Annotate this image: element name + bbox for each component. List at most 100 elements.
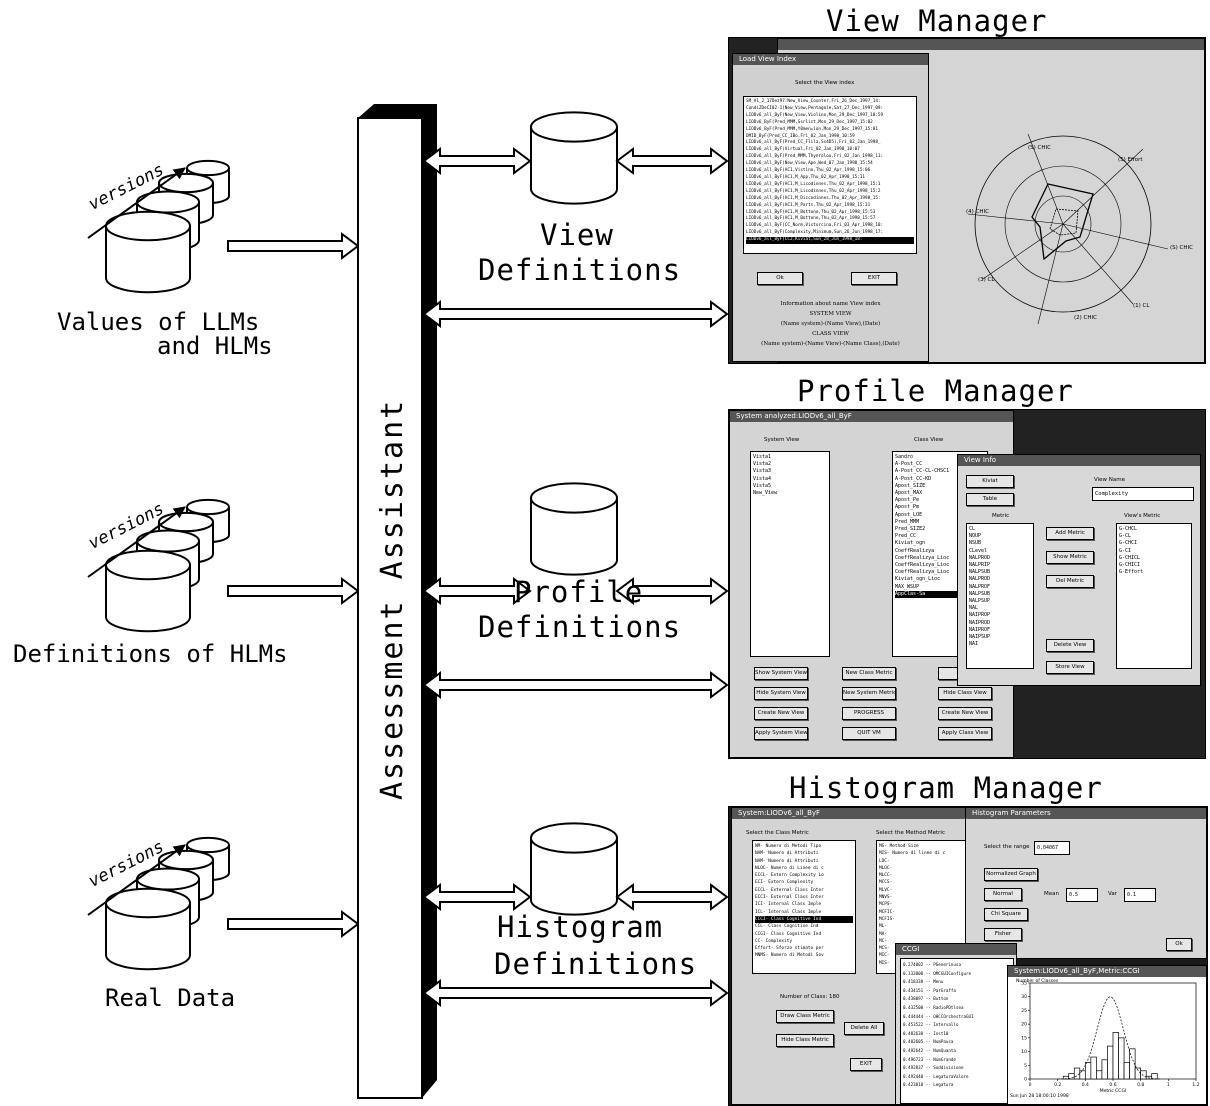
mean-input[interactable]: 0.5	[1066, 888, 1098, 902]
list-item[interactable]: LIODv6_all_ByF(New_View,Ape,Wed_07_Jan_1…	[746, 161, 873, 167]
list-item[interactable]: G-CHICL	[1119, 554, 1141, 561]
list-item[interactable]: MLOC-	[879, 865, 893, 871]
view-info-button[interactable]: Delete View	[1046, 639, 1094, 652]
list-item[interactable]: 0.496723 -- NumGrande	[903, 1056, 956, 1062]
list-item[interactable]: MA-	[879, 931, 887, 937]
list-item[interactable]: NAM- Numero di Attributi	[755, 851, 819, 857]
list-item[interactable]: CondiZDeCI02-1(New_View,Pentagole,Sat_27…	[746, 105, 884, 111]
list-item[interactable]: MCCS-	[879, 880, 893, 886]
list-item[interactable]: CLevel	[969, 547, 988, 554]
list-item[interactable]: SM_V1_2_17Dez97:New_View_Counter,Fri_26_…	[746, 99, 881, 104]
list-item[interactable]: MAX_WSUP	[895, 583, 920, 590]
normal-toggle[interactable]: Normal	[984, 888, 1022, 901]
list-item[interactable]: LIODv6_all_ByF(AC1,M_Licodinnes,Thu_02_A…	[746, 181, 881, 187]
list-item[interactable]: Vista2	[753, 461, 772, 468]
list-item[interactable]: CCGI- Class Cognitive Ind	[755, 931, 822, 937]
profile-button[interactable]: Create New View	[938, 707, 992, 720]
list-item[interactable]: NAM- Numero di Attributi	[755, 858, 819, 864]
list-item[interactable]: Pred_MMM	[895, 518, 920, 525]
profile-button[interactable]: Show System View	[754, 667, 808, 680]
params-ok-button[interactable]: Ok	[1166, 938, 1192, 951]
list-item[interactable]: NAIPROP	[969, 612, 991, 619]
list-item[interactable]: NALPSUB	[969, 569, 991, 576]
list-item[interactable]: MCPS-	[879, 902, 893, 908]
list-item[interactable]: NLOC- Numero di Linee di c	[755, 865, 824, 871]
view-info-button[interactable]: Add Metric	[1046, 527, 1094, 540]
profile-button[interactable]: Create New View	[754, 707, 808, 720]
normalized-graph-toggle[interactable]: Normalized Graph	[984, 868, 1038, 881]
list-item[interactable]: ECI- Extern Complexity	[755, 880, 814, 886]
profile-button[interactable]: New Class Metric	[842, 667, 896, 680]
list-item[interactable]: LIODv6_ByF(Pred_MMM,Ssrlist,Mon_29_Dec_1…	[746, 119, 873, 125]
list-item[interactable]: CoeffRealizya	[895, 547, 935, 554]
list-item[interactable]: CoeffRealizya_Lioc	[895, 569, 950, 576]
list-item[interactable]: 0.444444 -- OHCCOrchestraGUI	[903, 1013, 974, 1019]
list-item[interactable]: LIODv6_all_ByF(CC_Norm,Vistorcina,Fri_03…	[746, 223, 884, 229]
list-item[interactable]: MIC-	[879, 953, 890, 959]
list-item[interactable]: Pred_SIZE2	[895, 526, 926, 533]
profile-button[interactable]: Apply System View	[754, 727, 808, 740]
list-item[interactable]: LIODv6_all_ByF(Pred_CC_Flila,Ss4D5),Fri_…	[746, 140, 881, 146]
list-item[interactable]: G-CHCL	[1119, 526, 1138, 532]
list-item[interactable]: CC- Complexity	[755, 938, 793, 944]
list-item[interactable]: New_View	[753, 490, 778, 497]
view-info-button[interactable]: Store View	[1046, 661, 1094, 674]
list-item[interactable]: CoeffRealizya_Lioc	[895, 562, 950, 569]
table-toggle[interactable]: Table	[966, 493, 1014, 506]
list-item[interactable]: MIS-	[879, 960, 890, 966]
list-item[interactable]: MIS- Numero di linee di c	[879, 851, 946, 857]
range-input[interactable]: 0.04067	[1034, 841, 1070, 855]
list-item[interactable]: NALPROD	[969, 554, 991, 561]
list-item[interactable]: AppClas-Sa	[895, 590, 985, 599]
list-item[interactable]: Vista1	[753, 454, 772, 460]
kiviat-toggle[interactable]: Kiviat	[966, 475, 1014, 488]
list-item[interactable]: LIODv6_all_ByF(AC1,M_Bottone,Thu_02_Apr_…	[746, 209, 876, 215]
list-item[interactable]: MC-	[879, 938, 887, 944]
profile-button[interactable]: New System Metric	[842, 687, 896, 700]
list-item[interactable]: Pred_CC	[895, 533, 917, 540]
histogram-exit-button[interactable]: EXIT	[850, 1058, 882, 1071]
list-item[interactable]: ML-	[879, 924, 887, 930]
chi-square-toggle[interactable]: Chi Square	[984, 908, 1028, 921]
view-name-input[interactable]: Complexity	[1092, 487, 1194, 501]
list-item[interactable]: NALPSUP	[969, 598, 991, 605]
list-item[interactable]: NAL	[969, 605, 979, 612]
list-item[interactable]: G-CL	[1119, 533, 1132, 540]
list-item[interactable]: NALPSUB	[969, 590, 991, 597]
list-item[interactable]: NM- Numero di Metodi Tipo	[755, 844, 822, 849]
draw-class-metric-button[interactable]: Draw Class Metric	[776, 1010, 834, 1023]
delete-all-button[interactable]: Delete All	[844, 1022, 884, 1035]
list-item[interactable]: Apost_Pm	[895, 504, 920, 511]
list-item[interactable]: Sandro	[895, 454, 914, 460]
list-item[interactable]: 0.453522 -- Intervallo	[903, 1022, 959, 1028]
list-item[interactable]: ECCL- Extern Complexity Lo	[755, 873, 824, 879]
view-index-list[interactable]: SM_V1_2_17Dez97:New_View_Counter,Fri_26_…	[743, 96, 917, 254]
list-item[interactable]: NAIPROF	[969, 626, 991, 633]
list-item[interactable]: Vista3	[753, 468, 772, 475]
list-item[interactable]: A-Post_CC-KD	[895, 475, 932, 482]
list-item[interactable]: A-Post_CC-CL-CHSC1	[895, 468, 950, 475]
list-item[interactable]: 0.492837 -- Suddivisione	[903, 1065, 964, 1071]
list-item[interactable]: DMID_ByF(Pred_CC_IBo,Fri_02_Jan_1998_10:…	[746, 133, 855, 139]
list-item[interactable]: CL	[969, 526, 976, 532]
list-item[interactable]: LIODv6_all_ByF(Virtual,Fri_02_Jan_1998_1…	[746, 147, 860, 153]
list-item[interactable]: LIODv6_all_ByF(CC2,Kiviat,Sun_28_Jun_199…	[746, 237, 914, 245]
list-item[interactable]: ICL- Internal Class Imple	[755, 909, 822, 915]
list-item[interactable]: NAIPSUP	[969, 634, 991, 641]
list-item[interactable]: ICI- Internal Class Imple	[755, 902, 822, 908]
list-item[interactable]: G-CHICI	[1119, 562, 1141, 569]
profile-button[interactable]: Apply Class View	[938, 727, 992, 740]
list-item[interactable]: CoeffRealizya_Lioc	[895, 554, 950, 561]
list-item[interactable]: G-CHCI	[1119, 540, 1138, 547]
list-item[interactable]: LIODv6_all_ByF(New_View,Violino,Mon_29_D…	[746, 112, 884, 118]
list-item[interactable]: 0.482630 -- Inst10	[903, 1030, 949, 1036]
profile-button[interactable]: Hide System View	[754, 687, 808, 700]
list-item[interactable]: A-Post_CC	[895, 461, 923, 468]
list-item[interactable]: NALPROF	[969, 583, 991, 590]
list-item[interactable]: LIODv6_all_ByF(Pred_MMM,Thynrolou,Fri_02…	[746, 154, 884, 160]
list-item[interactable]: Effort- Sforzo stimato per	[755, 946, 824, 952]
list-item[interactable]: MLCC-	[879, 873, 893, 879]
